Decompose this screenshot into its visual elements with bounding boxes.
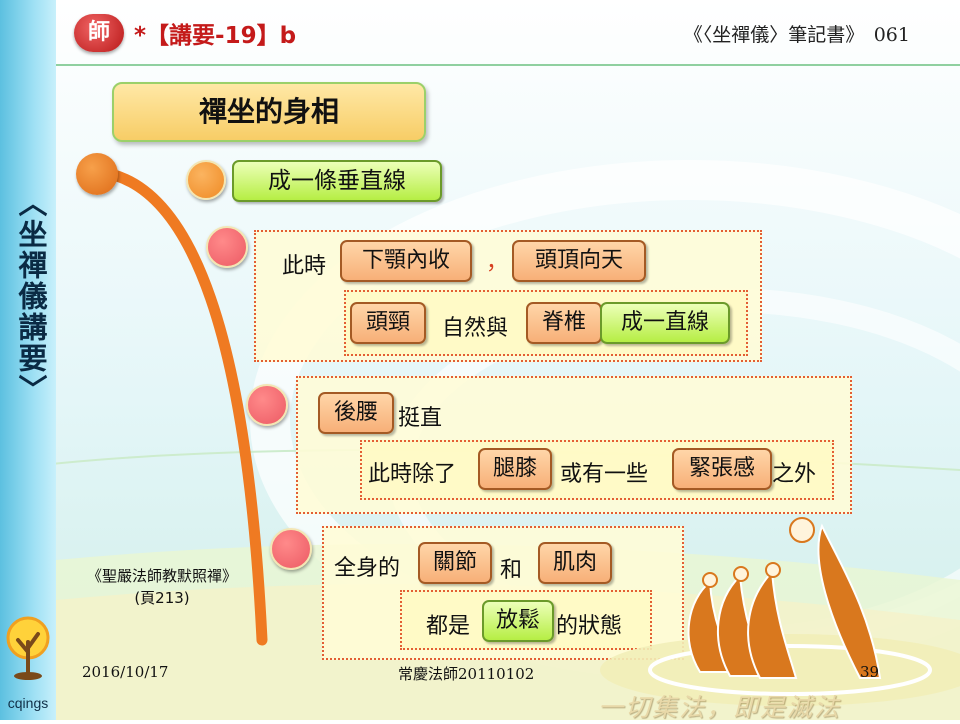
tag-chin-tuck: 下顎內收 [340,240,472,282]
tag-straight-line: 成一直線 [600,302,730,344]
point2-middle: 自然與 [442,316,509,341]
point4-prefix: 全身的 [334,556,401,581]
book-credit: 《聖嚴法師教默照禪》 (頁213) [64,566,260,610]
point3-prefix-b: 此時除了 [368,462,457,487]
credit-book: 《聖嚴法師教默照禪》 [86,567,237,585]
sidebar-vertical-title: 〈坐禪儀講要〉 [14,188,48,405]
notebook-reference: 《〈坐禪儀〉筆記書》 061 [683,24,910,46]
bullet-dot-2 [206,226,248,268]
point4-conj: 和 [500,558,523,583]
footer-page-number: 39 [860,663,880,681]
user-label: cqings [7,695,49,711]
bullet-dot-3 [246,384,288,426]
tag-joints: 關節 [418,542,492,584]
footer-speaker: 常慶法師20110102 [398,665,535,683]
point3-suffix-b: 之外 [772,462,817,487]
tree-logo-icon [6,616,50,680]
tag-tension: 緊張感 [672,448,772,490]
tag-spine: 脊椎 [526,302,602,344]
section-title: 禪坐的身相 [112,82,426,142]
bullet-dot-1 [186,160,226,200]
arc-start-dot [76,153,118,195]
teacher-badge: 師 [74,14,124,52]
tag-lower-back: 後腰 [318,392,394,434]
tag-head-neck: 頭頸 [350,302,426,344]
tag-relaxed: 放鬆 [482,600,554,642]
point4-suffix-b: 的狀態 [556,614,623,639]
point2-separator: ， [486,250,509,275]
footer-date: 2016/10/17 [82,663,169,681]
meditating-figures-illustration [600,517,960,706]
tag-legs-knees: 腿膝 [478,448,552,490]
point3-middle-b: 或有一些 [560,462,649,487]
credit-page: (頁213) [134,588,190,607]
tag-vertical-line: 成一條垂直線 [232,160,442,202]
tag-muscles: 肌肉 [538,542,612,584]
sidebar: 〈坐禪儀講要〉 cqings [0,0,56,720]
point2-prefix: 此時 [282,254,327,279]
point3-suffix-a: 挺直 [398,406,443,431]
footer-motto: 一切集法，即是滅法 [598,693,842,722]
tag-crown-up: 頭頂向天 [512,240,646,282]
lecture-title: *【講要-19】b [134,23,297,49]
bullet-dot-4 [270,528,312,570]
timeline-arc [94,166,268,646]
point4-prefix-b: 都是 [426,614,471,639]
